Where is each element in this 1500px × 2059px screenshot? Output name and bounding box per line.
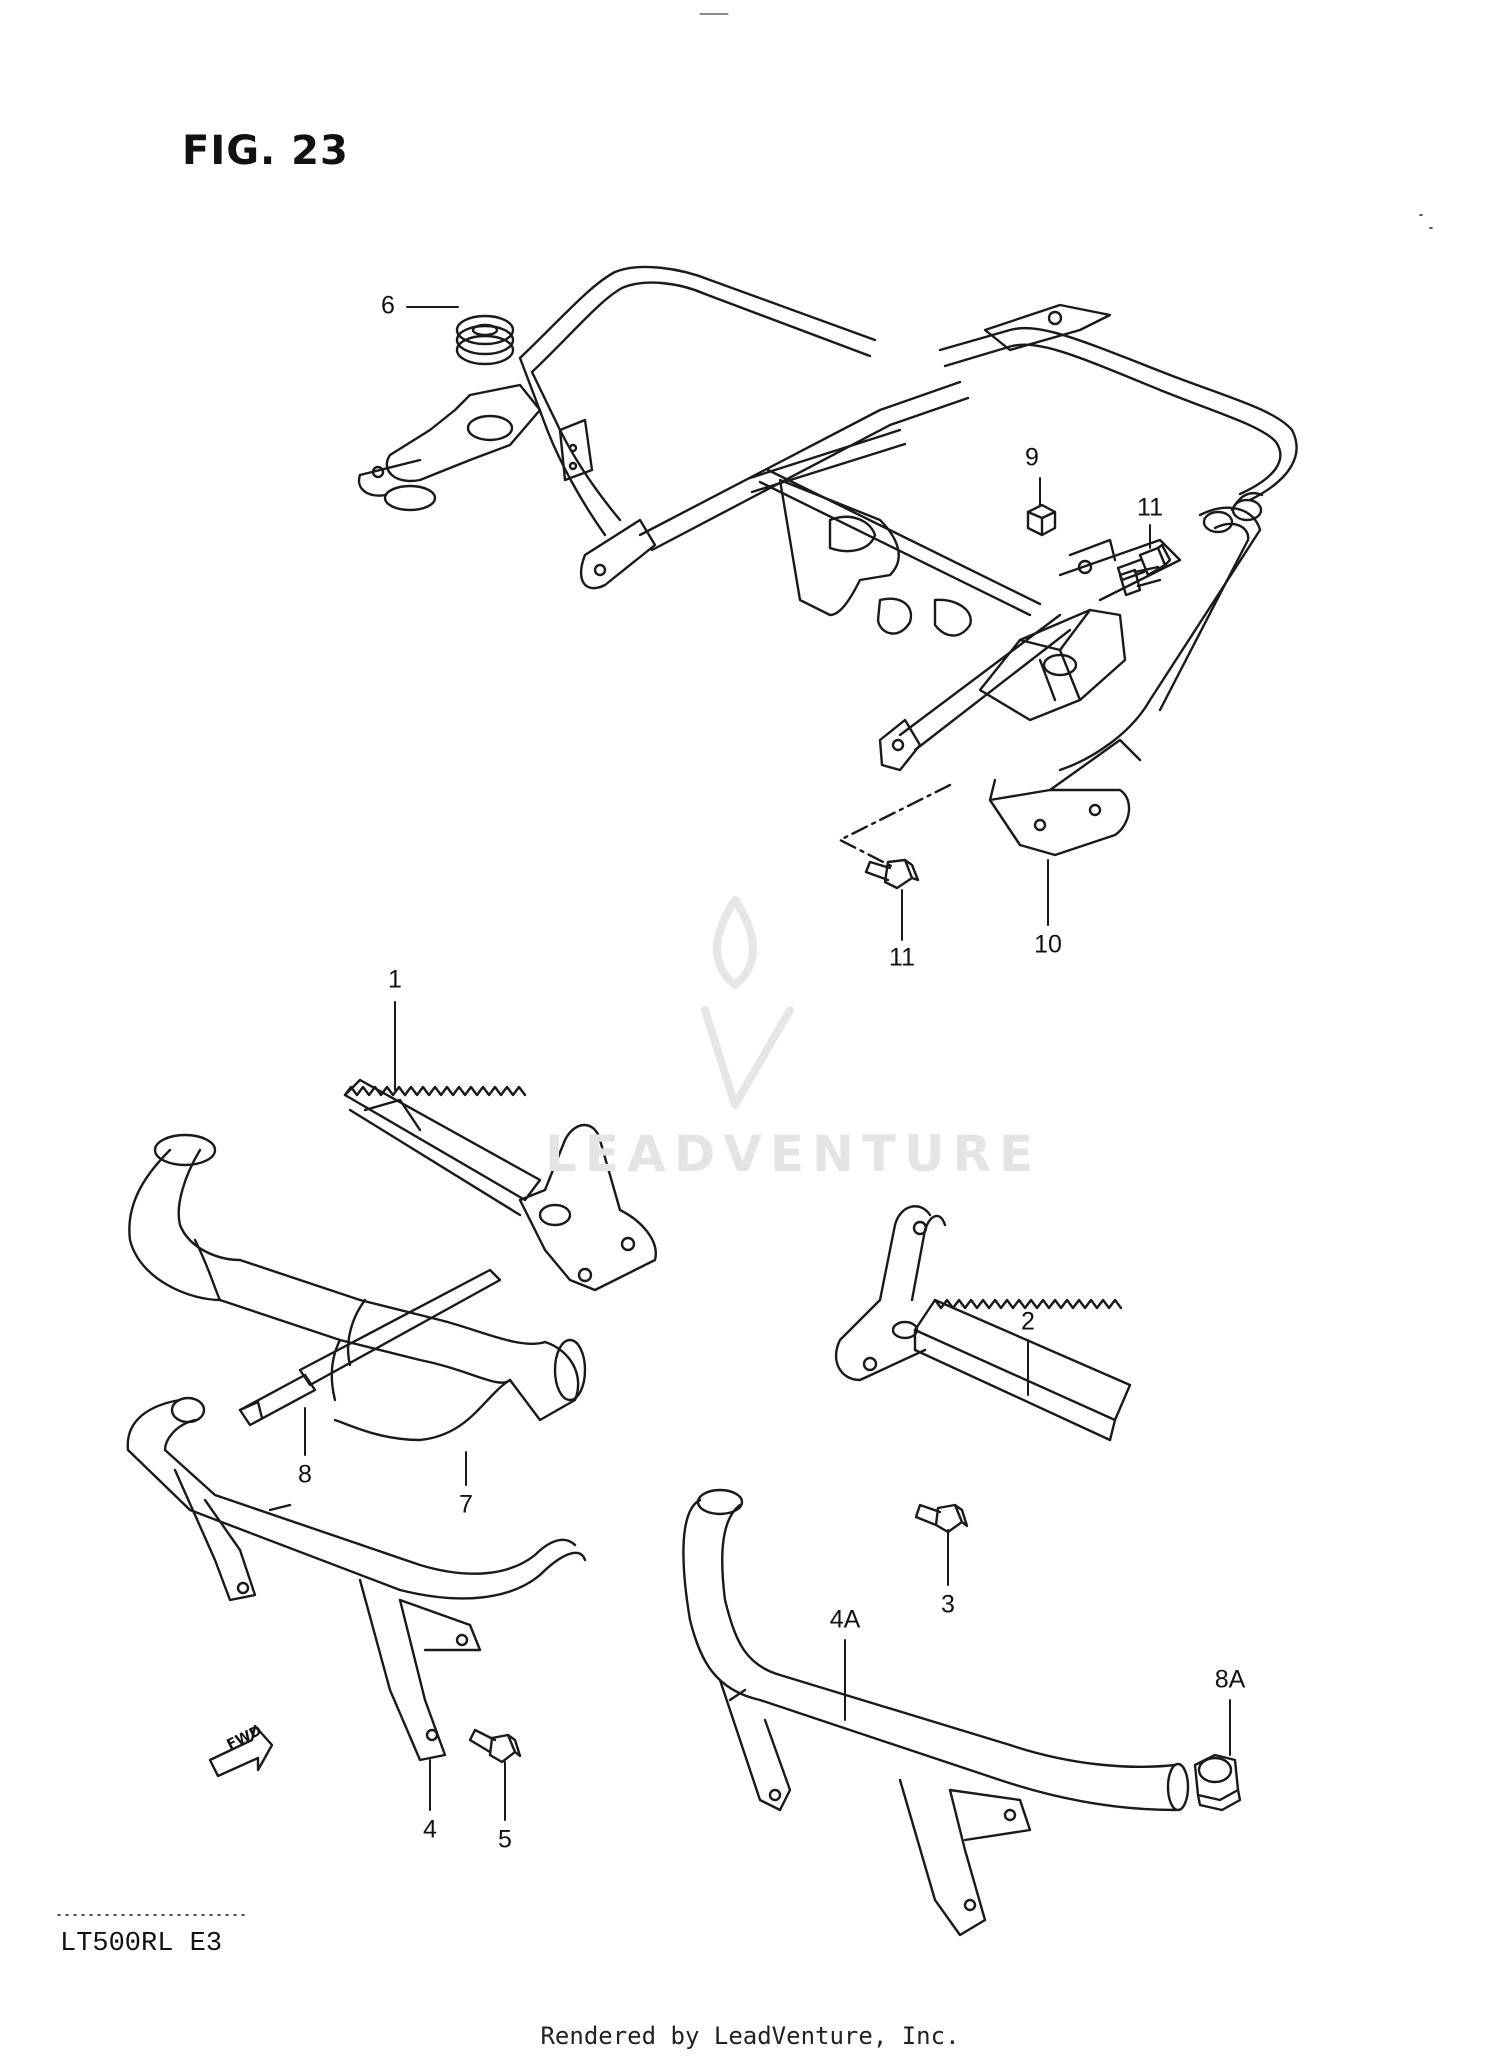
part-label-9[interactable]: 9 xyxy=(1025,443,1039,472)
part-label-11-lower[interactable]: 11 xyxy=(889,943,915,972)
part-label-7[interactable]: 7 xyxy=(459,1490,473,1519)
part-label-4a[interactable]: 4A xyxy=(829,1605,861,1634)
nut-9 xyxy=(1026,503,1057,537)
strap-8 xyxy=(238,1268,502,1427)
watermark-text: LEADVENTURE xyxy=(545,1125,1042,1183)
part-label-1[interactable]: 1 xyxy=(388,965,402,994)
watermark-logo xyxy=(701,896,794,1109)
bolt-11-lower xyxy=(864,858,920,890)
model-code: LT500RL E3 xyxy=(60,1929,223,1959)
bumper-4 xyxy=(126,1396,587,1762)
part-label-5[interactable]: 5 xyxy=(498,1825,512,1854)
render-credit: Rendered by LeadVenture, Inc. xyxy=(540,2022,960,2050)
part-label-8[interactable]: 8 xyxy=(298,1460,312,1489)
cap-8a xyxy=(1193,1753,1242,1812)
part-label-2[interactable]: 2 xyxy=(1021,1307,1035,1336)
bumper-4a xyxy=(682,1488,1190,1937)
pipe-7 xyxy=(128,1133,587,1442)
fwd-arrow-icon xyxy=(208,1724,274,1778)
leader-lines xyxy=(304,306,1231,1821)
bolt-5 xyxy=(468,1728,522,1764)
corner-dots xyxy=(1419,214,1433,229)
part-label-10[interactable]: 10 xyxy=(1034,930,1062,959)
footrest-2 xyxy=(834,1205,1132,1442)
part-label-6[interactable]: 6 xyxy=(381,291,395,320)
part-label-3[interactable]: 3 xyxy=(941,1590,955,1619)
part-label-4[interactable]: 4 xyxy=(423,1815,437,1844)
bolt-11-upper xyxy=(1116,543,1172,582)
part-label-8a[interactable]: 8A xyxy=(1214,1665,1246,1694)
grommet-6 xyxy=(455,314,515,366)
footrest-1 xyxy=(343,1078,657,1292)
part-label-11-upper[interactable]: 11 xyxy=(1137,493,1163,522)
rear-carrier-frame xyxy=(357,265,1298,870)
bolt-3 xyxy=(914,1503,969,1534)
figure-title: FIG. 23 xyxy=(182,128,349,174)
